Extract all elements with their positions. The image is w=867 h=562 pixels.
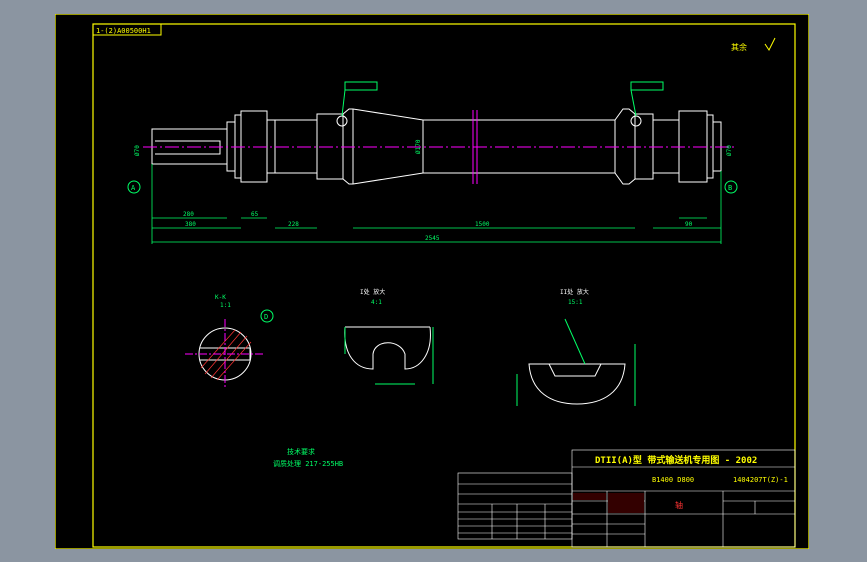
datum-a-label: A <box>131 184 136 192</box>
dim-right-end: Ø70 <box>726 145 733 156</box>
section-kk <box>185 319 265 389</box>
dim-center: Ø170 <box>415 139 422 154</box>
datum-d-label: D <box>264 313 268 321</box>
leader-left <box>341 89 346 117</box>
dim-span-a: 280 <box>183 211 194 218</box>
outer-border <box>54 13 810 550</box>
inner-frame <box>92 23 796 548</box>
roughness-symbol <box>764 37 776 51</box>
dim-span-c: 228 <box>288 221 299 228</box>
dim-span-e: 2545 <box>425 235 440 242</box>
dim-span-g: 90 <box>685 221 693 228</box>
datum-b-circle <box>724 180 738 194</box>
datum-a-circle <box>127 180 141 194</box>
title-block-labels <box>573 493 644 513</box>
title-text: DTII(A)型 带式输送机专用图 - 2002 <box>595 454 757 466</box>
datum-d-circle <box>260 309 274 323</box>
tolerance-frame-right <box>630 81 664 91</box>
ref-code-box <box>92 23 162 36</box>
tolerance-frame-left <box>344 81 378 91</box>
dim-span-f: 65 <box>251 211 259 218</box>
tech-title: 技术要求 <box>287 447 315 456</box>
ref-code: 1-(2)A00500H1 <box>96 27 151 35</box>
datum-b-label: B <box>728 184 732 192</box>
drawing-sheet[interactable]: 1-(2)A00500H1 其余 <box>54 13 810 550</box>
detail-2-view <box>516 318 636 406</box>
dim-left-end: Ø70 <box>134 145 141 156</box>
detail-2-title: II处 放大 <box>560 288 589 296</box>
detail-1-scale: 4:1 <box>371 299 382 306</box>
detail-1-title: I处 放大 <box>360 288 385 296</box>
detail-1-view <box>344 326 434 385</box>
dim-span-b: 380 <box>185 221 196 228</box>
parameter-table <box>457 472 573 540</box>
section-kk-scale: 1:1 <box>220 302 231 309</box>
code-right: 1404207T(Z)-1 <box>733 476 788 484</box>
material-label: 轴 <box>675 500 683 510</box>
code-left: B1400 D800 <box>652 476 694 484</box>
leader-right <box>630 89 637 117</box>
roughness-note: 其余 <box>731 42 747 52</box>
tech-line-1: 调质处理 217-255HB <box>273 459 343 468</box>
detail-2-scale: 15:1 <box>568 299 583 306</box>
dim-span-d: 1500 <box>475 221 490 228</box>
dimension-lines <box>151 164 722 244</box>
section-kk-title: K-K <box>215 294 226 301</box>
cad-drawing: 1-(2)A00500H1 其余 <box>54 13 810 550</box>
